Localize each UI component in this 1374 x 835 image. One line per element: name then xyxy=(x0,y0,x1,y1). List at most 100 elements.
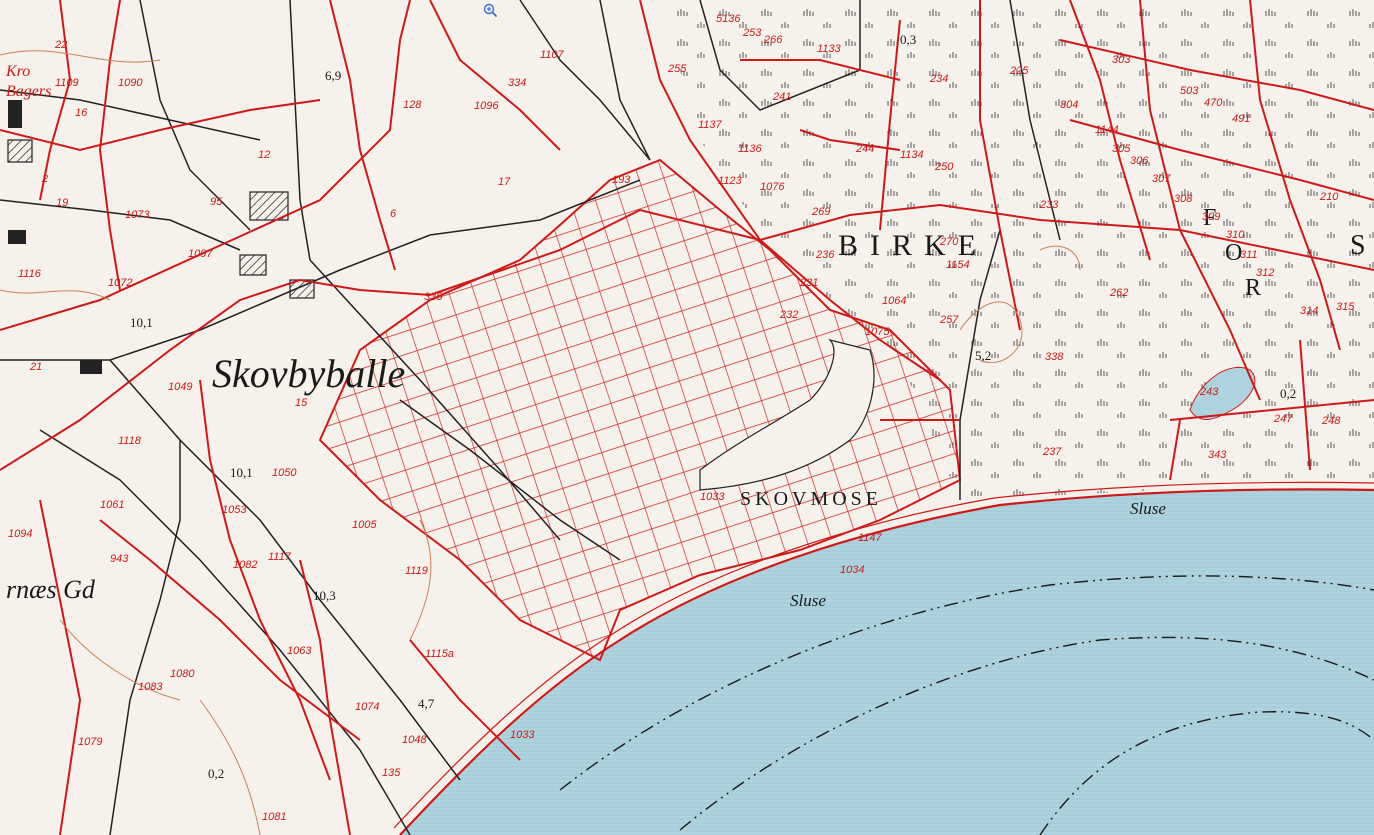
parcel-number: 232 xyxy=(779,309,798,321)
parcel-number: 315 xyxy=(1336,301,1355,313)
parcel-number: 22 xyxy=(54,39,67,51)
parcel-number: 1048 xyxy=(402,734,427,746)
elevation-label: 4,7 xyxy=(418,696,435,711)
parcel-number: 241 xyxy=(772,91,791,103)
elevation-label: 0,2 xyxy=(1280,386,1296,401)
parcel-number: 1116 xyxy=(18,268,42,280)
water-label-sluse: Sluse xyxy=(1130,499,1166,518)
parcel-number: 15 xyxy=(295,397,308,409)
water-body xyxy=(393,366,1374,835)
parcel-number: 307 xyxy=(1152,173,1171,185)
place-label-letter: F xyxy=(1203,205,1216,231)
elevation-label: 0,3 xyxy=(900,32,916,47)
parcel-number: 1134 xyxy=(900,149,924,161)
parcel-number: 234 xyxy=(929,73,948,85)
parcel-number: 193 xyxy=(612,174,631,186)
parcel-number: 303 xyxy=(1112,54,1131,66)
parcel-number: 1049 xyxy=(168,381,192,393)
parcel-number: 257 xyxy=(939,314,959,326)
elevation-label: 0,2 xyxy=(208,766,224,781)
parcel-number: 338 xyxy=(1045,351,1064,363)
elevation-label: 5,2 xyxy=(975,348,991,363)
parcel-number: 12 xyxy=(258,149,270,161)
parcel-number: 470 xyxy=(1204,97,1223,109)
place-label-s: S xyxy=(1350,230,1366,261)
parcel-number: 248 xyxy=(1321,415,1341,427)
parcel-number: 269 xyxy=(811,206,830,218)
parcel-number: 1082 xyxy=(233,559,257,571)
parcel-number: 1034 xyxy=(840,564,864,576)
parcel-number: 1090 xyxy=(118,77,143,89)
parcel-number: 2 xyxy=(41,173,48,185)
zoom-in-icon[interactable] xyxy=(483,3,497,17)
parcel-number: 314 xyxy=(1300,305,1318,317)
parcel-number: 16 xyxy=(75,107,88,119)
parcel-number: 262 xyxy=(1109,287,1128,299)
parcel-number: 1117 xyxy=(268,551,292,563)
parcel-number: 1136 xyxy=(738,143,763,155)
place-label-birke: BIRKE xyxy=(838,229,988,262)
parcel-number: 19 xyxy=(56,197,68,209)
parcel-number: 1119 xyxy=(405,565,428,577)
parcel-number: 247 xyxy=(1273,413,1293,425)
parcel-number: 1080 xyxy=(170,668,195,680)
parcel-number: 270 xyxy=(939,236,959,248)
place-label-letter: R xyxy=(1245,275,1261,301)
elevation-label: 10,1 xyxy=(130,315,153,330)
parcel-number: 310 xyxy=(1226,229,1245,241)
parcel-number: 5136 xyxy=(716,13,741,25)
parcel-number: 304 xyxy=(1060,99,1078,111)
parcel-number: 1061 xyxy=(100,499,124,511)
parcel-number: 236 xyxy=(815,249,835,261)
parcel-number: 311 xyxy=(1240,249,1258,261)
parcel-number: 491 xyxy=(1232,113,1250,125)
parcel-number: 309 xyxy=(1202,211,1220,223)
parcel-number: 225 xyxy=(1009,65,1029,77)
parcel-number: 1081 xyxy=(262,811,286,823)
parcel-number: 1097 xyxy=(188,248,213,260)
parcel-number: 1107 xyxy=(540,49,565,61)
parcel-number: 21 xyxy=(29,361,42,373)
parcel-number: 343 xyxy=(1208,449,1227,461)
parcel-number: 1115a xyxy=(425,648,454,660)
water-label-sluse: Sluse xyxy=(790,591,826,610)
parcel-number: 1118 xyxy=(118,435,142,447)
parcel-number: 1063 xyxy=(287,645,312,657)
parcel-number: 306 xyxy=(1130,155,1149,167)
parcel-number: 1147 xyxy=(858,532,883,544)
parcel-number: 266 xyxy=(763,34,783,46)
parcel-number: 1154 xyxy=(946,259,970,271)
parcel-number: 1050 xyxy=(272,467,297,479)
parcel-number: 1133 xyxy=(817,43,842,55)
parcel-number: 1083 xyxy=(138,681,163,693)
parcel-number: 312 xyxy=(1256,267,1274,279)
parcel-number: 503 xyxy=(1180,85,1199,97)
elevation-label: 6,9 xyxy=(325,68,341,83)
parcel-number: 1144 xyxy=(1095,124,1119,136)
water-labels: Sluse Sluse xyxy=(790,499,1166,610)
parcel-number: 1072 xyxy=(108,277,132,289)
field-boundaries xyxy=(0,0,1061,835)
village-buildings xyxy=(7,100,315,374)
parcel-number: 308 xyxy=(1174,193,1193,205)
parcel-number: 1079 xyxy=(78,736,102,748)
parcel-number: 210 xyxy=(1319,191,1339,203)
parcel-number: 255 xyxy=(667,63,687,75)
parcel-number: 233 xyxy=(1039,199,1059,211)
parcel-number: 237 xyxy=(1042,446,1062,458)
parcel-number: 1109 xyxy=(55,77,79,89)
parcel-number: 335 xyxy=(424,291,443,303)
parcel-number: 1064 xyxy=(882,295,906,307)
elevation-label: 10,3 xyxy=(313,588,336,603)
place-label-farm: rnæs Gd xyxy=(6,575,96,604)
parcel-number: 1005 xyxy=(352,519,377,531)
elevation-labels: 6,9 0,3 10,1 10,1 10,3 4,7 0,2 5,2 0,2 xyxy=(130,32,1296,781)
place-label-letter: O xyxy=(1225,240,1242,266)
parcel-number: 1075 xyxy=(865,326,890,338)
parcel-number: 1033 xyxy=(700,491,725,503)
parcel-number: 128 xyxy=(403,99,422,111)
parcel-number: 135 xyxy=(382,767,401,779)
